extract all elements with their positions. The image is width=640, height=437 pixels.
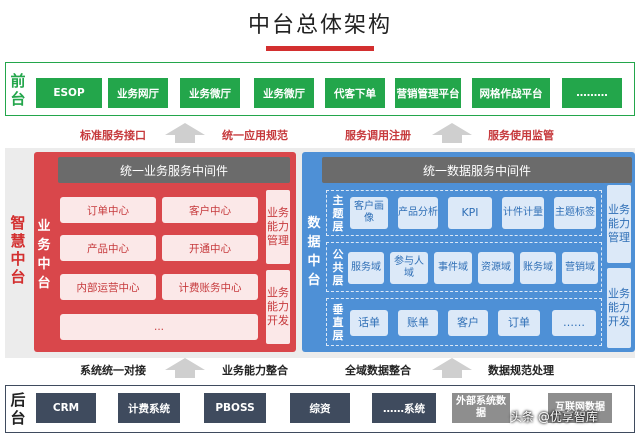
- connector-service-registry: 服务调用注册: [345, 129, 411, 142]
- title-underline: [266, 46, 374, 51]
- data-item-marketing-domain[interactable]: 营销域: [562, 252, 598, 284]
- front-item-proxy-order[interactable]: 代客下单: [325, 78, 385, 108]
- data-item-service-domain[interactable]: 服务域: [348, 252, 384, 284]
- data-capability-development: 业务能力开发: [607, 268, 631, 348]
- common-layer-label: 公共层: [332, 247, 344, 287]
- connector-app-standard: 统一应用规范: [222, 129, 288, 142]
- back-item-internet-data[interactable]: 互联网数据: [548, 393, 612, 423]
- biz-item-product-center[interactable]: 产品中心: [60, 235, 156, 261]
- connector-standard-interface: 标准服务接口: [80, 129, 146, 142]
- connector-data-standard: 数据规范处理: [488, 364, 554, 377]
- back-item-crm[interactable]: CRM: [36, 393, 96, 423]
- business-middle-label: 业务中台: [37, 219, 51, 291]
- back-item-resources[interactable]: 综资: [290, 393, 350, 423]
- front-item-marketing-platform[interactable]: 营销管理平台: [395, 78, 461, 108]
- front-item-grid-platform[interactable]: 网格作战平台: [472, 78, 550, 108]
- data-capability-management: 业务能力管理: [607, 185, 631, 263]
- biz-item-order-center[interactable]: 订单中心: [60, 197, 156, 223]
- data-item-bill[interactable]: 账单: [398, 310, 438, 336]
- biz-item-provision-center[interactable]: 开通中心: [162, 235, 258, 261]
- data-item-theme-tags[interactable]: 主题标签: [554, 197, 596, 229]
- back-item-other-systems[interactable]: ……系统: [372, 393, 436, 423]
- biz-item-customer-center[interactable]: 客户中心: [162, 197, 258, 223]
- data-item-event-domain[interactable]: 事件域: [434, 252, 472, 284]
- data-item-product-analysis[interactable]: 产品分析: [398, 197, 438, 229]
- connector-service-monitor: 服务使用监管: [488, 129, 554, 142]
- page-title: 中台总体架构: [247, 13, 392, 38]
- up-arrow-icon: [165, 123, 205, 143]
- data-item-order[interactable]: 订单: [498, 310, 540, 336]
- biz-capability-management: 业务能力管理: [266, 190, 290, 264]
- data-middle-label: 数据中台: [307, 216, 321, 288]
- front-item-esop[interactable]: ESOP: [36, 78, 102, 108]
- vertical-layer: [326, 298, 602, 346]
- data-item-kpi[interactable]: KPI: [448, 197, 492, 229]
- biz-item-ops-center[interactable]: 内部运营中心: [60, 274, 156, 300]
- middle-label: 智慧中台: [10, 214, 26, 286]
- connector-data-integration: 全域数据整合: [345, 364, 411, 377]
- up-arrow-icon: [432, 358, 472, 378]
- common-layer: [326, 242, 602, 292]
- back-label: 后台: [10, 391, 26, 427]
- front-item-more[interactable]: ………: [562, 78, 622, 108]
- biz-item-more[interactable]: ...: [60, 314, 258, 340]
- front-label: 前台: [10, 72, 26, 108]
- theme-layer-label: 主题层: [332, 193, 344, 233]
- front-item-micro-hall-2[interactable]: 业务微厅: [254, 78, 314, 108]
- data-item-party-domain[interactable]: 参与人域: [390, 252, 428, 284]
- theme-layer: [326, 190, 602, 236]
- business-middleware-header: 统一业务服务中间件: [58, 157, 290, 183]
- up-arrow-icon: [432, 123, 472, 143]
- data-item-piece-metering[interactable]: 计件计量: [502, 197, 544, 229]
- data-item-resource-domain[interactable]: 资源域: [478, 252, 514, 284]
- front-item-micro-hall[interactable]: 业务微厅: [180, 78, 240, 108]
- connector-capability-integration: 业务能力整合: [222, 364, 288, 377]
- front-item-web-hall[interactable]: 业务网厅: [108, 78, 168, 108]
- back-item-billing-system[interactable]: 计费系统: [118, 393, 180, 423]
- biz-item-billing-center[interactable]: 计费账务中心: [162, 274, 258, 300]
- data-middleware-header: 统一数据服务中间件: [322, 157, 632, 183]
- biz-capability-development: 业务能力开发: [266, 270, 290, 344]
- vertical-layer-label: 垂直层: [332, 302, 344, 342]
- data-item-customer[interactable]: 客户: [448, 310, 488, 336]
- up-arrow-icon: [165, 358, 205, 378]
- data-item-billing-domain[interactable]: 账务域: [520, 252, 556, 284]
- back-item-external-data[interactable]: 外部系统数据: [452, 393, 510, 423]
- watermark: 头条 @优享智库: [510, 410, 598, 424]
- data-item-customer-profile[interactable]: 客户画像: [350, 197, 388, 229]
- data-item-cdr[interactable]: 话单: [350, 310, 388, 336]
- data-item-more[interactable]: ……: [552, 310, 596, 336]
- connector-system-integration: 系统统一对接: [80, 364, 146, 377]
- back-item-pboss[interactable]: PBOSS: [204, 393, 266, 423]
